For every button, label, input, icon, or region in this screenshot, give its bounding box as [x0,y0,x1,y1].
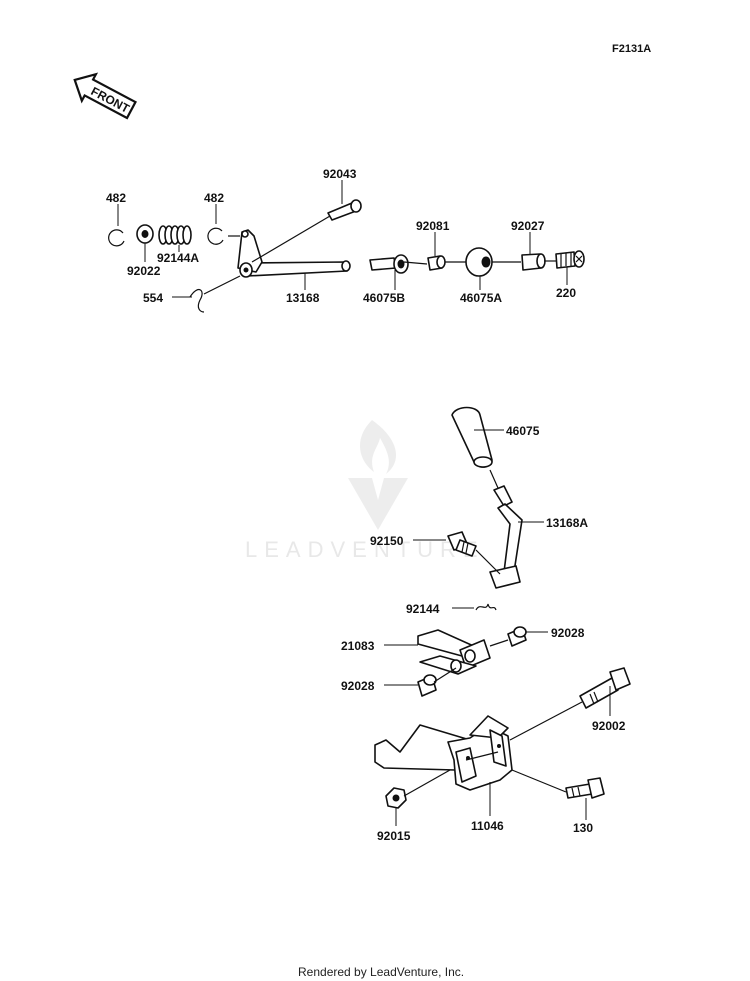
lever-13168A [489,469,523,589]
label-21083: 21083 [341,639,375,653]
nut-92015 [385,769,451,809]
label-46075B: 46075B [363,291,405,305]
base-11046 [374,715,513,791]
label-92081: 92081 [416,219,450,233]
collar-92028-right [489,626,527,647]
label-92002: 92002 [592,719,626,733]
collar-92081 [403,255,446,271]
circlip-482-left [108,229,125,247]
label-130: 130 [573,821,593,835]
circlip-482-right [207,227,224,245]
diagram-code: F2131A [612,43,651,55]
label-13168: 13168 [286,291,320,305]
label-46075: 46075 [506,424,540,438]
bolt-130 [511,769,605,799]
front-arrow-icon: FRONT [73,72,137,120]
label-11046: 11046 [471,819,504,833]
watermark-logo-icon [348,420,408,530]
footer-credit: Rendered by LeadVenture, Inc. [298,965,464,979]
bolt-92002 [509,667,631,741]
label-92144A: 92144A [157,251,199,265]
grip-46075A [445,247,493,277]
label-482-right: 482 [204,191,224,205]
watermark: LEADVENTURE [245,420,485,562]
knob-46075 [451,406,493,468]
bushing-92027 [492,253,546,271]
label-92027: 92027 [511,219,545,233]
label-92022: 92022 [127,264,161,278]
label-92015: 92015 [377,829,411,843]
bolt-92150 [447,531,501,575]
shaft-13168 [237,229,351,278]
label-482-left: 482 [106,191,126,205]
bracket-21083 [417,629,491,675]
label-46075A: 46075A [460,291,502,305]
spring-92144A [158,225,192,245]
watermark-text: LEADVENTURE [245,537,485,562]
screw-220 [544,250,585,269]
upper-leaders [117,180,568,298]
connector-46075B [369,254,409,274]
label-92043: 92043 [323,167,357,181]
pin-92043 [251,199,362,263]
label-92150: 92150 [370,534,404,548]
label-92028-right: 92028 [551,626,585,640]
washer-92022 [136,224,154,244]
upper-shift-assembly [108,199,585,313]
label-554: 554 [143,291,163,305]
label-220: 220 [556,286,576,300]
spring-92144 [475,603,497,611]
label-13168A: 13168A [546,516,588,530]
label-92144: 92144 [406,602,440,616]
collar-92028-left [417,667,457,697]
lower-shift-assembly [374,406,631,809]
lower-leaders [384,429,611,826]
cotter-pin-554 [189,275,241,313]
label-92028-left: 92028 [341,679,375,693]
